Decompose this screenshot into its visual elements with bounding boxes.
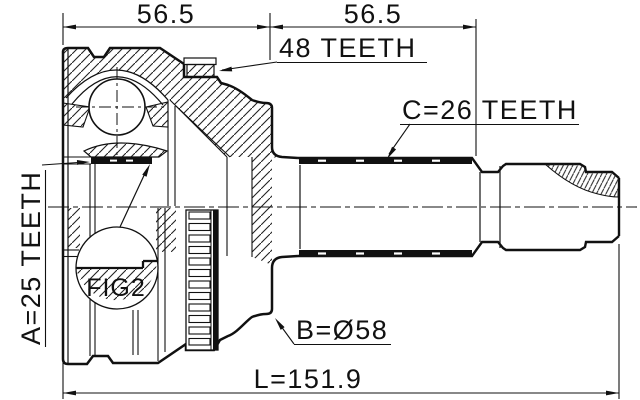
detail-leader-line (119, 168, 148, 228)
bell-bottom-profile (61, 254, 299, 366)
detail-section-hatch (76, 261, 157, 301)
cage-section-right (145, 101, 169, 128)
dimension-width-left: 56.5 (137, 0, 196, 29)
shaft-bottom-profile (298, 235, 620, 258)
arrowheads (63, 24, 619, 396)
thread-runout (543, 163, 620, 198)
shaft-spline-teeth-label: C=26 TEETH (402, 95, 578, 125)
lower-left-section-hatch (68, 208, 80, 248)
total-length-label: L=151.9 (254, 364, 363, 394)
outer-diameter-label: B=Ø58 (296, 315, 388, 345)
inner-spline-bore (91, 157, 152, 164)
detail-circle-fig2: FIG2 (75, 226, 159, 310)
detail-leader-arrow (142, 164, 150, 177)
outer-race-section-hatch (63, 48, 298, 158)
abs-ring-teeth-label: 48 TEETH (279, 33, 417, 63)
inner-race-section (82, 142, 169, 158)
dimension-width-right: 56.5 (344, 0, 403, 29)
abs-ring-teeth-band (185, 209, 219, 351)
detail-label: FIG2 (86, 274, 146, 302)
shaft-spline-bands (299, 157, 472, 257)
shaft (298, 156, 621, 258)
bell-outline (61, 46, 299, 366)
abs-ring-section (183, 57, 217, 78)
dimensions (41, 13, 620, 399)
inner-spline-teeth-label: A=25 TEETH (16, 171, 46, 345)
lower-mid-section-hatch (156, 208, 176, 252)
bell-top-profile (61, 46, 299, 160)
